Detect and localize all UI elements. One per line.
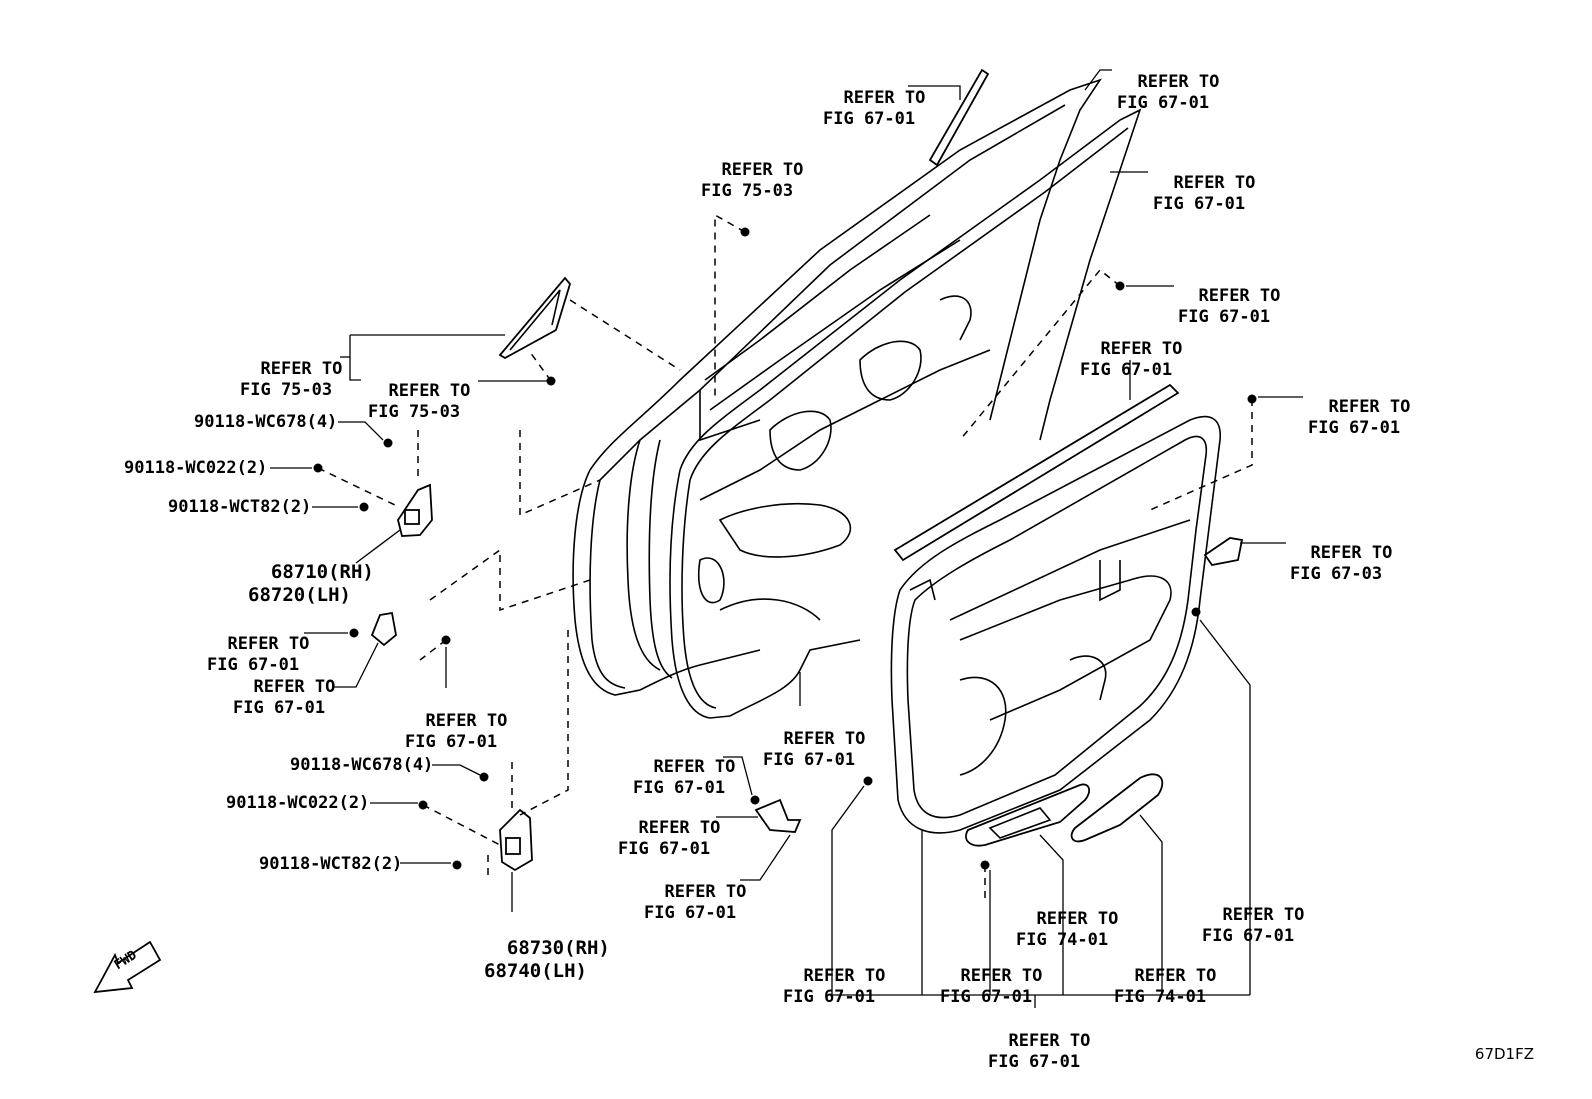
part-code-lower-wc022: 90118-WC022(2)	[226, 793, 370, 813]
armrest-cover	[1070, 773, 1164, 843]
switch-base	[965, 783, 1091, 847]
assembly-lines	[317, 213, 1253, 900]
fasteners	[313, 227, 1257, 870]
door-check	[370, 611, 397, 647]
upper-hinge-part-number: 68710(RH)68720(LH)	[248, 561, 374, 606]
part-code-lower-wc678: 90118-WC678(4)	[290, 755, 434, 775]
part-code-upper-wc022: 90118-WC022(2)	[124, 458, 268, 478]
upper-hinge	[397, 483, 433, 537]
lower-hinge	[499, 808, 533, 872]
door-trim-panel	[890, 415, 1221, 834]
door-weatherstrip	[669, 108, 1142, 719]
figure-id: 67D1FZ	[1474, 1045, 1534, 1063]
part-code-upper-wc678: 90118-WC678(4)	[194, 412, 338, 432]
fwd-arrow-icon	[93, 940, 162, 994]
lock-bracket	[754, 798, 802, 833]
part-code-upper-wct82: 90118-WCT82(2)	[168, 497, 312, 517]
part-code-lower-wct82: 90118-WCT82(2)	[259, 854, 403, 874]
door-inner-panel	[697, 295, 991, 621]
belt-molding	[893, 383, 1180, 562]
trim-clip-fig-67-03	[1203, 537, 1244, 566]
mirror-delta-cover	[498, 276, 572, 360]
leader-lines	[270, 69, 1303, 1008]
door-frame	[572, 78, 1102, 696]
lower-hinge-part-number: 68730(RH)68740(LH)	[484, 937, 610, 982]
glass-run-strip	[928, 68, 990, 167]
